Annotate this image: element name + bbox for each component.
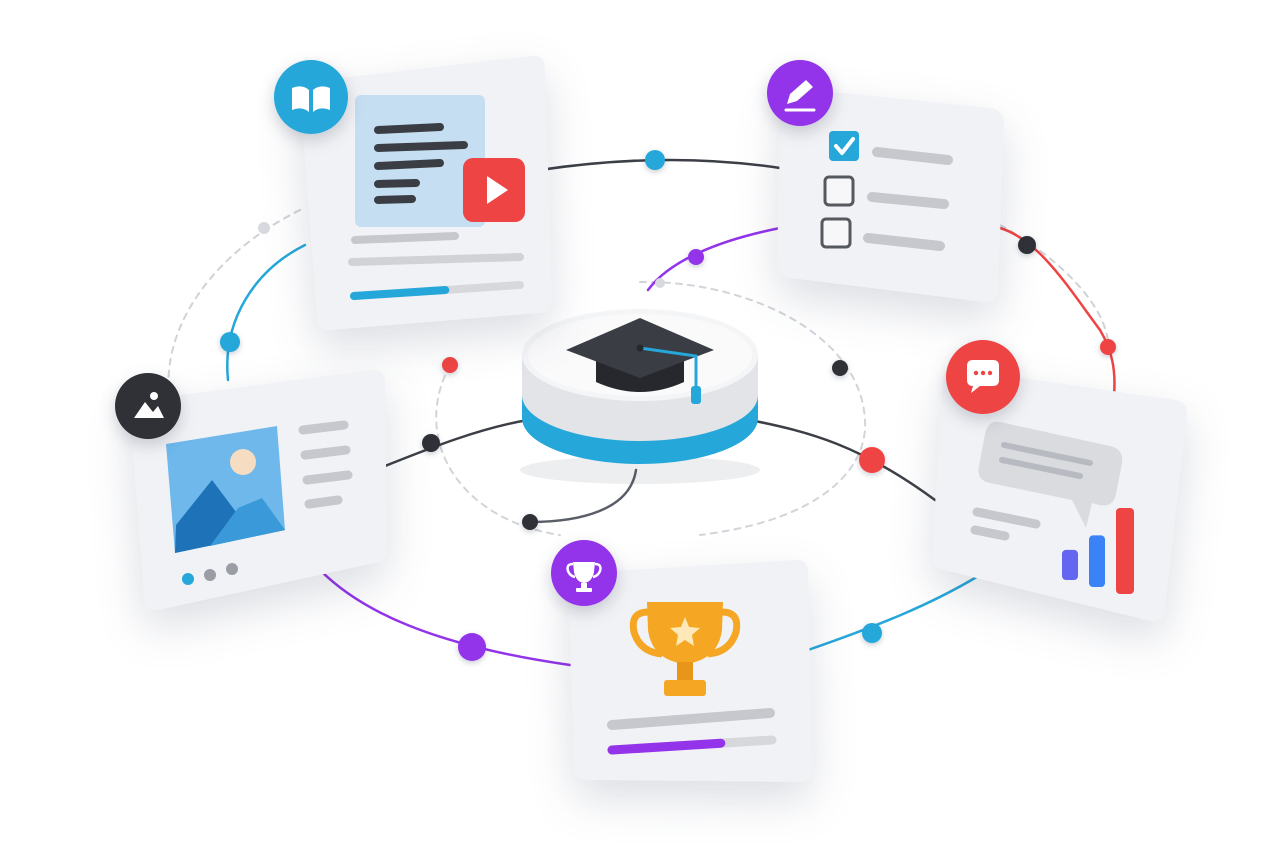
lesson-caption-bar-1	[351, 232, 459, 244]
checkbox-unchecked[interactable]	[820, 217, 852, 249]
landscape-image-icon	[166, 426, 285, 553]
trophy-icon	[566, 562, 602, 592]
carousel-dots[interactable]	[182, 563, 238, 585]
achievement-card[interactable]	[568, 560, 812, 782]
outer-ring-dashed-right	[999, 224, 1110, 349]
node-cyan-left	[220, 332, 240, 352]
line-achievement-to-discussion	[806, 573, 982, 652]
line-hub-to-discussion	[748, 418, 937, 502]
line-lesson-to-media	[226, 243, 307, 382]
lesson-card[interactable]	[299, 55, 552, 331]
checklist-label-1	[872, 147, 953, 165]
achievement-label-bar	[607, 708, 775, 730]
node-gray-small-left	[258, 222, 270, 234]
book-icon	[292, 86, 330, 112]
media-badge[interactable]	[115, 373, 181, 439]
node-dark-right-top	[1018, 236, 1036, 254]
discussion-badge[interactable]	[946, 340, 1020, 414]
checkbox-checked[interactable]	[829, 131, 859, 161]
node-dark-inner-right	[832, 360, 848, 376]
video-play-icon[interactable]	[463, 158, 525, 222]
achievement-badge[interactable]	[551, 540, 617, 606]
node-red-mid-right	[859, 447, 885, 473]
analytics-bar-1	[1062, 549, 1078, 580]
central-hub	[520, 309, 760, 484]
image-icon	[134, 392, 164, 418]
discussion-text-lines	[970, 507, 1041, 541]
node-red-right	[1100, 339, 1116, 355]
checkmark-icon	[834, 137, 855, 155]
checklist-item-3[interactable]	[820, 217, 945, 251]
discussion-card[interactable]	[931, 367, 1188, 622]
lesson-badge[interactable]	[274, 60, 348, 134]
achievement-progress-fill	[607, 738, 726, 755]
node-purple-small	[688, 249, 704, 265]
node-dark-mid-left	[422, 434, 440, 452]
connection-nodes	[220, 150, 1116, 661]
checkbox-unchecked[interactable]	[823, 175, 855, 207]
line-hub-to-inner-node	[528, 468, 638, 524]
quiz-badge[interactable]	[767, 60, 833, 126]
speech-bubble-icon	[978, 421, 1123, 528]
node-cyan-bottom-right	[862, 623, 882, 643]
line-media-to-achievement	[318, 568, 572, 667]
analytics-bar-3	[1116, 508, 1134, 594]
lesson-progress-fill	[350, 285, 450, 300]
media-card[interactable]	[129, 369, 387, 611]
checklist-item-2[interactable]	[823, 175, 949, 209]
analytics-bar-2	[1089, 535, 1105, 587]
bar-chart-icon	[1062, 508, 1134, 594]
pencil-icon	[784, 80, 816, 112]
hub-shadow	[520, 456, 760, 484]
outer-ring-dashed-left	[167, 209, 301, 401]
carousel-dot-active[interactable]	[182, 573, 194, 585]
line-quiz-to-hub	[646, 226, 782, 292]
checklist-item-1[interactable]	[829, 131, 953, 165]
media-description-lines	[298, 420, 353, 509]
checklist-label-3	[863, 233, 945, 251]
node-cyan-top	[645, 150, 665, 170]
node-dark-bottom-inner	[522, 514, 538, 530]
carousel-dot[interactable]	[204, 569, 216, 581]
node-red-inner	[442, 357, 458, 373]
connection-lines	[167, 158, 1116, 667]
chat-icon	[967, 360, 999, 393]
line-media-to-hub	[378, 418, 530, 470]
lesson-caption-bar-2	[348, 253, 524, 266]
quiz-card[interactable]	[777, 87, 1004, 303]
text-lines-icon	[374, 123, 468, 204]
checklist-label-2	[867, 192, 949, 209]
graduation-cap-icon	[566, 318, 714, 404]
node-gray-tiny	[655, 278, 665, 288]
trophy-star-icon	[629, 602, 741, 696]
node-purple-bottom-left	[458, 633, 486, 661]
carousel-dot[interactable]	[226, 563, 238, 575]
